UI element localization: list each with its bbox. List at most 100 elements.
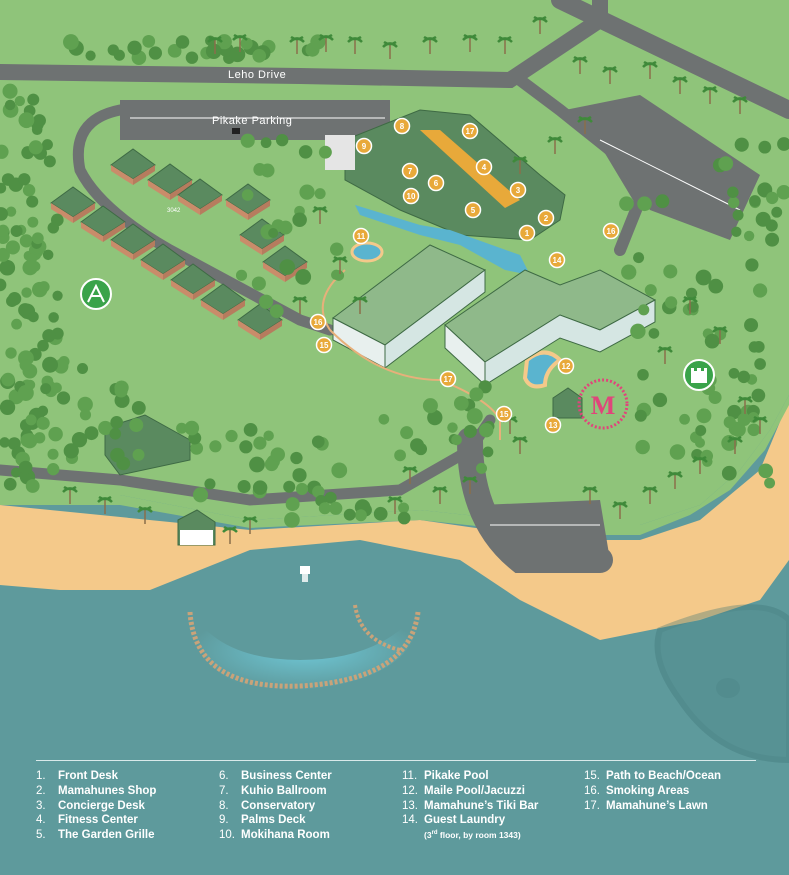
tree — [28, 140, 43, 155]
palm-tree — [612, 500, 628, 519]
tree — [637, 368, 649, 381]
svg-text:M: M — [591, 391, 616, 420]
tree — [663, 264, 678, 279]
legend-item: 4.Fitness Center — [36, 813, 156, 828]
tree — [695, 269, 712, 286]
marker-palms-deck[interactable]: 9 — [355, 137, 373, 155]
laundry-note-sup: rd — [431, 830, 438, 837]
palm-tree — [242, 515, 258, 534]
marker-mokihana-room[interactable]: 10 — [402, 187, 420, 205]
marker-fitness-center[interactable]: 4 — [475, 158, 493, 176]
legend-item: 14.Guest Laundry — [402, 813, 538, 828]
tree — [637, 196, 652, 212]
marker-business-center[interactable]: 6 — [427, 174, 445, 192]
tree — [5, 240, 20, 255]
lifeguard-tower-icon — [300, 566, 310, 582]
tree — [48, 426, 63, 442]
tree — [398, 502, 410, 514]
tree — [148, 46, 163, 60]
palm-tree — [672, 75, 688, 94]
tree — [10, 467, 22, 478]
marker-kuhio-ballroom[interactable]: 7 — [401, 162, 419, 180]
tree — [190, 441, 204, 455]
tree — [132, 448, 145, 461]
palm-tree — [582, 485, 598, 504]
villa — [147, 163, 193, 200]
legend-number: 8. — [219, 799, 229, 812]
tree — [723, 416, 736, 429]
marker-number: 1 — [525, 229, 530, 238]
lobby-building — [344, 109, 566, 241]
maile-pool — [522, 350, 564, 389]
marker-path-to-beach-a[interactable]: 15 — [315, 336, 333, 354]
tree — [292, 468, 307, 483]
marker-smoking-area-b[interactable]: 16 — [602, 222, 620, 240]
tree — [114, 384, 128, 398]
tree — [237, 479, 251, 494]
legend-item: 15.Path to Beach/Ocean — [584, 769, 721, 784]
marker-pikake-pool[interactable]: 11 — [352, 227, 370, 245]
marker-lawn-a[interactable]: 17 — [461, 122, 479, 140]
tree — [721, 465, 737, 481]
marker-path-to-beach-b[interactable]: 15 — [495, 405, 513, 423]
palm-tree — [712, 325, 728, 344]
marker-mamahunes-shop[interactable]: 2 — [537, 209, 555, 227]
tree — [52, 290, 63, 301]
pikake-parking-lot — [120, 100, 390, 140]
trees — [0, 15, 789, 544]
legend-label: Front Desk — [58, 770, 119, 782]
tree — [427, 409, 443, 426]
tree — [330, 242, 344, 256]
legend-item: 10.Mokihana Room — [219, 828, 332, 843]
legend-item: 5.The Garden Grille — [36, 828, 156, 843]
legend-column-2: 6.Business Center 7.Kuhio Ballroom 8.Con… — [219, 769, 332, 843]
marker-maile-pool[interactable]: 12 — [557, 357, 575, 375]
marker-garden-grille[interactable]: 5 — [464, 201, 482, 219]
tree — [22, 259, 38, 276]
marker-smoking-area-a[interactable]: 16 — [309, 313, 327, 331]
palm-tree — [292, 295, 308, 314]
palm-tree — [642, 60, 658, 79]
legend-number: 5. — [36, 829, 46, 842]
tree — [732, 209, 744, 221]
legend-column-1: 1.Front Desk 2.Mamahunes Shop 3.Concierg… — [36, 769, 156, 843]
tree — [754, 358, 766, 370]
marker-guest-laundry[interactable]: 14 — [548, 251, 566, 269]
palm-tree — [289, 35, 305, 54]
tree — [20, 433, 34, 448]
palm-tree — [387, 495, 403, 514]
tree — [343, 508, 356, 521]
tree — [3, 477, 17, 491]
tree — [755, 211, 771, 227]
pikake-pool — [350, 241, 384, 263]
tree — [42, 356, 59, 373]
playground-icon — [80, 278, 112, 310]
tree — [235, 269, 248, 281]
palm-tree — [572, 55, 588, 74]
legend-item: 3.Concierge Desk — [36, 799, 156, 814]
tree — [751, 388, 766, 403]
legend-number: 16. — [584, 784, 600, 797]
tree — [28, 311, 39, 323]
marker-front-desk[interactable]: 1 — [518, 224, 536, 242]
tree — [26, 195, 39, 208]
tower-west-side — [384, 269, 486, 370]
tree — [704, 333, 720, 349]
tree — [204, 478, 216, 490]
tree — [27, 93, 40, 106]
tree — [451, 434, 462, 446]
pikake-parking-label: Pikake Parking — [212, 115, 292, 127]
tree — [354, 509, 367, 522]
tree — [21, 287, 32, 298]
tree — [447, 422, 458, 433]
tree — [312, 485, 325, 498]
marker-tiki-bar[interactable]: 13 — [544, 416, 562, 434]
tree — [766, 191, 779, 205]
marker-lawn-b[interactable]: 17 — [439, 370, 457, 388]
tree — [324, 491, 337, 504]
tree — [0, 399, 16, 415]
tree — [43, 155, 56, 168]
marker-conservatory[interactable]: 8 — [393, 117, 411, 135]
tree — [7, 292, 22, 306]
marker-concierge-desk[interactable]: 3 — [509, 181, 527, 199]
